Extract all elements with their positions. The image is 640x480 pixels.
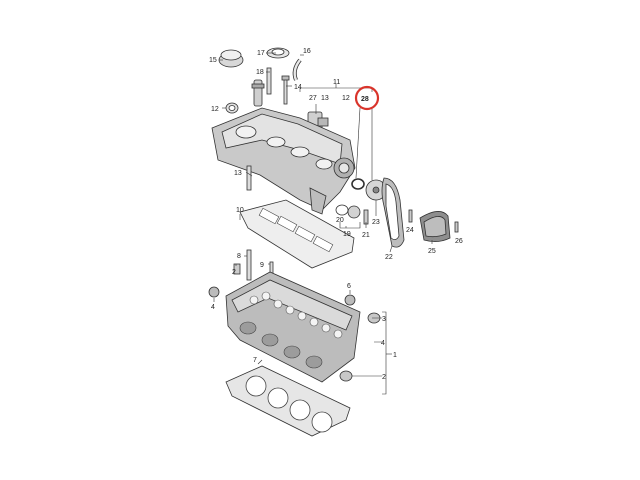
highlight-circle: [354, 85, 380, 111]
callout-3: 3: [382, 316, 386, 323]
sensor-15: [251, 79, 265, 107]
callouts: 15 17 16 18 14 12 11 27 13 12 28 13 20 1…: [209, 48, 463, 381]
callout-12a: 12: [211, 106, 219, 113]
callout-4b: 4: [381, 340, 385, 347]
bolt-25: [408, 209, 413, 223]
plug-4: [208, 286, 220, 298]
bolt-27: [454, 221, 459, 233]
callout-10: 10: [236, 207, 244, 214]
callout-28: 27: [309, 95, 317, 102]
toothed-belt: [381, 177, 405, 248]
callout-26: 25: [428, 248, 436, 255]
callout-8: 8: [237, 253, 241, 260]
o-ring-21: [335, 204, 349, 216]
bolt-15: [281, 75, 290, 105]
cover-gasket: [239, 199, 355, 269]
breather-hose: [292, 58, 302, 81]
callout-7: 7: [253, 357, 257, 364]
seal-ring-29: [351, 178, 365, 190]
callout-12b: 12: [342, 95, 350, 102]
plug-6: [344, 294, 356, 306]
head-gasket: [225, 365, 351, 437]
callout-21: 20: [336, 217, 344, 224]
callout-15: 14: [294, 84, 302, 91]
callout-23: 22: [385, 254, 393, 261]
callout-6: 6: [347, 283, 351, 290]
plug-2a: [233, 263, 241, 275]
cap-seal: [266, 47, 290, 59]
cylinder-head: [225, 271, 361, 383]
oil-filler-cap: [218, 49, 244, 68]
callout-22: 21: [362, 232, 370, 239]
callout-24: 23: [372, 219, 380, 226]
callout-27: 26: [455, 238, 463, 245]
callout-17: 16: [303, 48, 311, 55]
callout-2b: 2: [382, 374, 386, 381]
callout-2a: 2: [232, 269, 236, 276]
plug-2b: [339, 370, 353, 382]
callout-20: 19: [343, 231, 351, 238]
callout-18: 17: [257, 50, 265, 57]
camshaft-housing: [211, 107, 356, 215]
callout-29: 28: [361, 96, 369, 103]
stud-19: [266, 67, 272, 95]
stud-14: [246, 165, 252, 191]
callout-19: 18: [256, 69, 264, 76]
callout-16: 15: [209, 57, 217, 64]
stud-8: [246, 249, 252, 281]
callout-25: 24: [406, 227, 414, 234]
sensor-12: [225, 102, 239, 114]
callout-11: 11: [333, 79, 340, 86]
callout-4a: 4: [211, 304, 215, 311]
bolt-22: [363, 209, 369, 225]
callout-1: 1: [393, 352, 397, 359]
callout-13: 13: [321, 95, 329, 102]
callout-9: 9: [260, 262, 264, 269]
cap-20: [347, 205, 361, 219]
camshaft-sprocket: [365, 179, 387, 201]
callout-14: 13: [234, 170, 242, 177]
leader-lines: [213, 52, 433, 395]
timing-cover: [419, 211, 451, 242]
